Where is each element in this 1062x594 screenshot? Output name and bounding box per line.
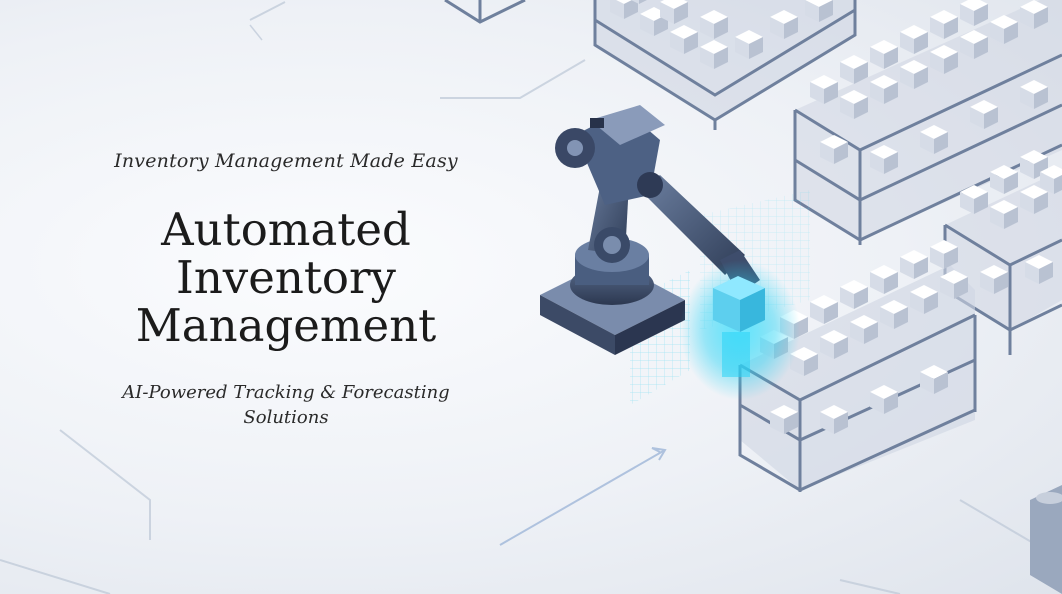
hero-subtitle-line-2: Solutions: [243, 407, 329, 428]
hero-title: Automated Inventory Management: [80, 206, 492, 350]
shelf-front: [738, 240, 977, 492]
shelf-top-left: [444, 0, 526, 24]
edge-object: [1030, 485, 1062, 594]
hero-title-line-1: Automated: [161, 203, 411, 256]
hero-text: Inventory Management Made Easy Automated…: [80, 150, 492, 430]
hero-title-line-2: Inventory: [176, 251, 396, 304]
hero-subtitle: AI-Powered Tracking & Forecasting Soluti…: [80, 380, 492, 430]
hero-subtitle-line-1: AI-Powered Tracking & Forecasting: [122, 382, 450, 403]
robot-arm: [540, 105, 760, 355]
glowing-box: [680, 260, 800, 400]
hero-tagline: Inventory Management Made Easy: [114, 150, 458, 172]
shelf-top-center: [593, 0, 857, 130]
hero-title-line-3: Management: [135, 299, 437, 352]
